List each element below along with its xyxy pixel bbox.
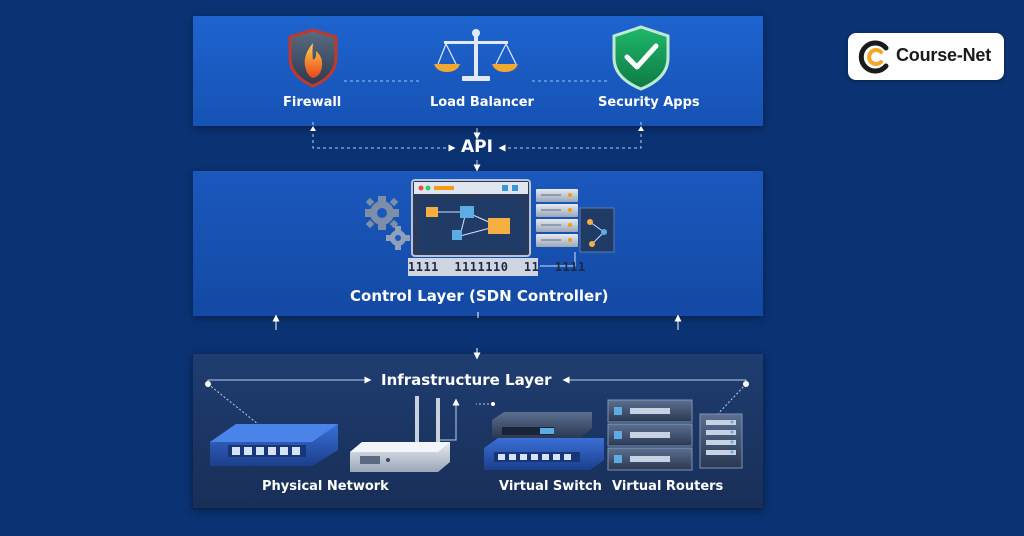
infrastructure-layer-title: Infrastructure Layer — [381, 371, 552, 389]
physical-network-label: Physical Network — [262, 479, 389, 494]
controller-dashboard-screen — [411, 179, 531, 257]
course-net-logo: Course-Net — [848, 33, 1004, 80]
virtual-switch-icon — [484, 412, 604, 470]
network-topology-icon — [579, 207, 615, 253]
balance-scale-icon — [434, 29, 518, 81]
virtual-routers-label: Virtual Routers — [612, 479, 724, 494]
gear-icon — [365, 196, 399, 230]
connector-line — [540, 252, 576, 267]
firewall-flame-shield-icon — [288, 28, 338, 88]
server-rack-icon — [699, 413, 743, 469]
binary-data-strip: 1111 1111110 11 1111 — [408, 258, 586, 276]
router-icon — [350, 396, 450, 472]
course-net-logo-icon — [858, 40, 889, 74]
api-label: API — [461, 137, 493, 157]
control-layer-title: Control Layer (SDN Controller) — [350, 287, 609, 305]
server-stack-icon — [536, 189, 578, 247]
logo-text: Course-Net — [896, 45, 992, 65]
load-balancer-label: Load Balancer — [430, 95, 534, 110]
control-infra-arrows — [272, 314, 682, 360]
server-rack-icon — [607, 399, 693, 471]
check-shield-icon — [612, 25, 670, 91]
security-apps-label: Security Apps — [598, 95, 700, 110]
gear-icon — [386, 226, 410, 250]
firewall-label: Firewall — [283, 95, 342, 110]
network-switch-icon — [210, 424, 338, 466]
virtual-switch-label: Virtual Switch — [499, 479, 602, 494]
